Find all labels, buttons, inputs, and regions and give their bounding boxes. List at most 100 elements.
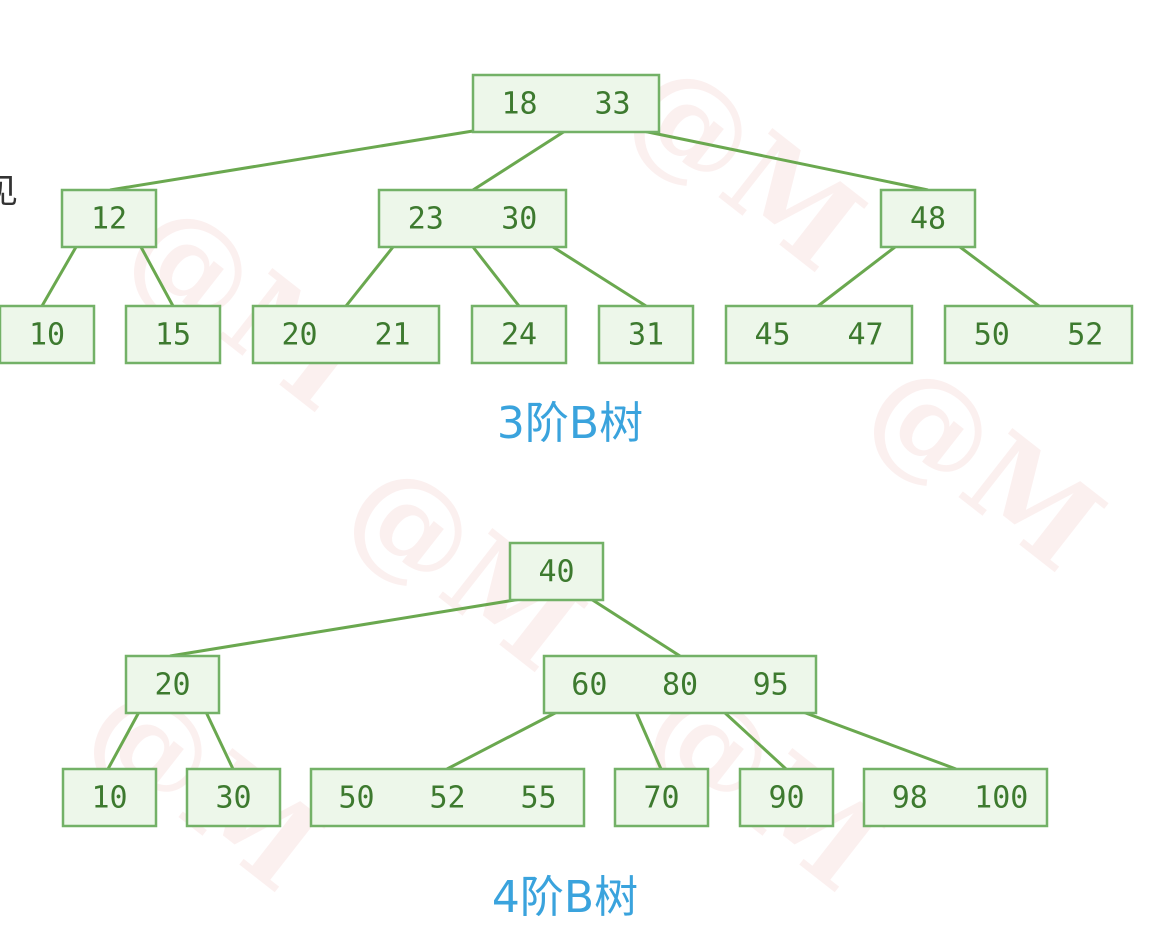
tree3-caption: 3阶B树 xyxy=(497,398,643,449)
tree-node: 10 xyxy=(0,304,96,365)
tree-node: 20 xyxy=(124,654,221,715)
node-box xyxy=(471,73,661,134)
node-key: 45 xyxy=(754,318,790,353)
tree-node: 40 xyxy=(508,541,605,602)
node-key: 95 xyxy=(753,668,789,703)
node-key: 55 xyxy=(520,781,556,816)
svg-text:@M: @M xyxy=(602,32,888,299)
b-tree-order-4: 40 20 60 80 95 10 30 50 52 55 70 90 98 100 4阶B树 xyxy=(61,541,1049,923)
node-key: 30 xyxy=(501,202,537,237)
tree-node: 48 xyxy=(879,188,977,249)
tree-node: 15 xyxy=(124,304,222,365)
edge-a-a1 xyxy=(106,711,141,770)
tree-node: 10 xyxy=(61,767,158,828)
edge-text-fragment: 见 xyxy=(0,172,18,212)
node-box xyxy=(0,304,96,365)
node-key: 70 xyxy=(643,781,679,816)
node-key: 52 xyxy=(429,781,465,816)
node-box xyxy=(61,767,158,828)
node-box xyxy=(251,304,441,365)
tree-node: 23 30 xyxy=(377,188,568,249)
node-key: 18 xyxy=(501,87,537,122)
tree-node: 50 52 55 xyxy=(309,767,586,828)
node-box xyxy=(724,304,914,365)
edge-r-a xyxy=(109,129,474,192)
node-key: 30 xyxy=(215,781,251,816)
node-box xyxy=(470,304,568,365)
node-box xyxy=(124,304,222,365)
node-box xyxy=(597,304,695,365)
tree-node: 45 47 xyxy=(724,304,914,365)
node-key: 23 xyxy=(408,202,444,237)
node-key: 40 xyxy=(538,555,574,590)
tree3-edges xyxy=(40,129,1040,308)
tree4-caption: 4阶B树 xyxy=(492,872,638,923)
edge-b-b2 xyxy=(634,711,663,770)
svg-text:@M: @M xyxy=(842,332,1128,599)
node-key: 47 xyxy=(847,318,883,353)
tree-node: 24 xyxy=(470,304,568,365)
node-box xyxy=(377,188,568,249)
node-key: 10 xyxy=(91,781,127,816)
edge-b-b3 xyxy=(552,245,647,308)
tree-node: 31 xyxy=(597,304,695,365)
node-box xyxy=(60,188,158,249)
edge-b-b1 xyxy=(344,246,395,307)
node-box xyxy=(943,304,1134,365)
node-box xyxy=(185,767,282,828)
node-key: 90 xyxy=(768,781,804,816)
node-key: 98 xyxy=(892,781,928,816)
tree-node: 60 80 95 xyxy=(542,654,818,715)
tree-node: 90 xyxy=(738,767,835,828)
node-key: 21 xyxy=(374,318,410,353)
node-key: 20 xyxy=(154,668,190,703)
node-key: 80 xyxy=(662,668,698,703)
tree-node: 98 100 xyxy=(862,767,1049,828)
node-box xyxy=(862,767,1049,828)
node-box xyxy=(879,188,977,249)
node-key: 15 xyxy=(155,318,191,353)
node-key: 50 xyxy=(974,318,1010,353)
node-key: 52 xyxy=(1067,318,1103,353)
node-key: 31 xyxy=(628,318,664,353)
edge-c-c1 xyxy=(817,245,896,308)
tree-node: 70 xyxy=(613,767,710,828)
tree4-edges xyxy=(106,597,957,771)
node-box xyxy=(508,541,605,602)
edge-r-b xyxy=(472,129,566,192)
edge-a-a2 xyxy=(204,711,235,770)
node-key: 50 xyxy=(338,781,374,816)
edge-b-b3 xyxy=(722,710,788,771)
edge-b-b1 xyxy=(446,710,558,771)
node-box xyxy=(124,654,221,715)
node-key: 60 xyxy=(571,668,607,703)
tree-node: 30 xyxy=(185,767,282,828)
node-key: 10 xyxy=(29,318,65,353)
edge-r-c xyxy=(642,129,929,192)
node-key: 48 xyxy=(910,202,946,237)
node-key: 20 xyxy=(281,318,317,353)
edge-b-b2 xyxy=(471,246,521,307)
tree-node: 12 xyxy=(60,188,158,249)
edge-a-a1 xyxy=(40,246,78,307)
edge-b-b4 xyxy=(802,710,957,771)
edge-r-b xyxy=(590,597,681,658)
edge-r-a xyxy=(169,597,522,658)
node-key: 24 xyxy=(501,318,537,353)
node-key: 12 xyxy=(91,202,127,237)
node-key: 100 xyxy=(974,781,1028,816)
tree4-nodes: 40 20 60 80 95 10 30 50 52 55 70 90 98 100 xyxy=(61,541,1049,828)
node-box xyxy=(738,767,835,828)
node-key: 33 xyxy=(594,87,630,122)
edge-a-a2 xyxy=(139,246,175,307)
tree-node: 50 52 xyxy=(943,304,1134,365)
node-box xyxy=(613,767,710,828)
node-box xyxy=(542,654,818,715)
node-box xyxy=(309,767,586,828)
edge-c-c2 xyxy=(959,245,1040,308)
